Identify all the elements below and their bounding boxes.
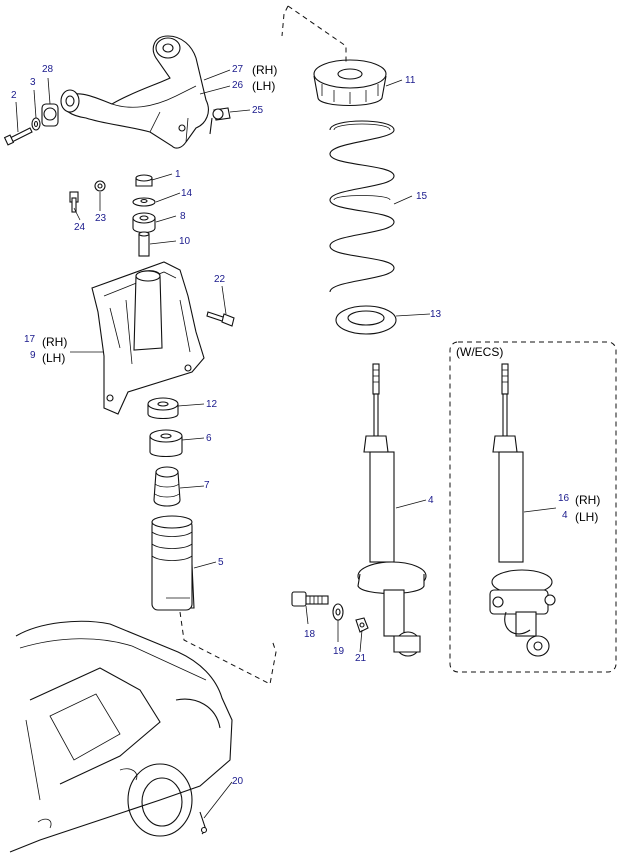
nut-21	[355, 617, 369, 633]
bushing-8	[132, 212, 156, 234]
label-lh-bracket: (LH)	[42, 351, 65, 365]
label-18: 18	[304, 629, 316, 640]
label-11: 11	[405, 75, 416, 86]
dust-cover-5	[151, 515, 195, 611]
label-27: 27	[232, 64, 244, 75]
mount-6	[149, 429, 183, 458]
upper-control-arm	[60, 35, 209, 149]
washer-19	[332, 603, 344, 621]
label-lh-arm: (LH)	[252, 79, 275, 93]
label-6: 6	[206, 433, 212, 444]
bolt-18	[291, 591, 329, 607]
bolt-22	[206, 311, 235, 327]
callout-labels: 27 26 (RH) (LH) 2 3 28 25 1 14 8 10 23 2…	[11, 63, 600, 787]
label-rh-bracket: (RH)	[42, 335, 67, 349]
label-5: 5	[218, 557, 224, 568]
label-10: 10	[179, 236, 191, 247]
label-25: 25	[252, 105, 264, 116]
leader-lines	[15, 69, 557, 819]
coil-spring-15	[329, 120, 395, 293]
lower-spring-pad-13	[335, 305, 397, 335]
label-19: 19	[333, 646, 345, 657]
label-8: 8	[180, 211, 186, 222]
label-4: 4	[428, 495, 434, 506]
label-rh-arm: (RH)	[252, 63, 277, 77]
nut-1	[135, 174, 153, 187]
label-14: 14	[181, 188, 193, 199]
label-2: 2	[11, 90, 17, 101]
label-rh-wecs: (RH)	[575, 493, 600, 507]
label-15: 15	[416, 191, 428, 202]
washer-3	[31, 117, 41, 131]
label-21: 21	[355, 653, 367, 664]
wecs-panel	[449, 341, 617, 673]
label-23: 23	[95, 213, 107, 224]
bolt-2	[3, 127, 33, 146]
label-16: 16	[558, 493, 570, 504]
label-3: 3	[30, 77, 36, 88]
washer-14	[132, 197, 156, 207]
label-7: 7	[204, 480, 210, 491]
ball-joint-25	[209, 107, 231, 135]
label-wecs: (W/ECS)	[456, 345, 503, 359]
guide-lines	[179, 5, 347, 685]
label-lh-wecs: (LH)	[575, 510, 598, 524]
mount-12	[147, 397, 179, 420]
label-17: 17	[24, 334, 36, 345]
label-24: 24	[74, 222, 86, 233]
bushing-28	[41, 103, 59, 127]
vehicle-outline	[9, 620, 233, 853]
label-13: 13	[430, 309, 442, 320]
label-26: 26	[232, 80, 244, 91]
label-20: 20	[232, 776, 244, 787]
bolt-24	[69, 191, 79, 213]
bump-stopper-7	[153, 466, 181, 507]
upper-spring-seat-11	[313, 59, 387, 106]
shock-absorber-4	[357, 363, 427, 657]
label-9: 9	[30, 350, 36, 361]
label-22: 22	[214, 274, 226, 285]
collar-10	[138, 231, 150, 257]
label-4-wecs: 4	[562, 510, 568, 521]
label-1: 1	[175, 169, 181, 180]
shock-bracket	[91, 261, 205, 415]
label-28: 28	[42, 64, 54, 75]
label-12: 12	[206, 399, 218, 410]
washer-23	[94, 180, 106, 192]
